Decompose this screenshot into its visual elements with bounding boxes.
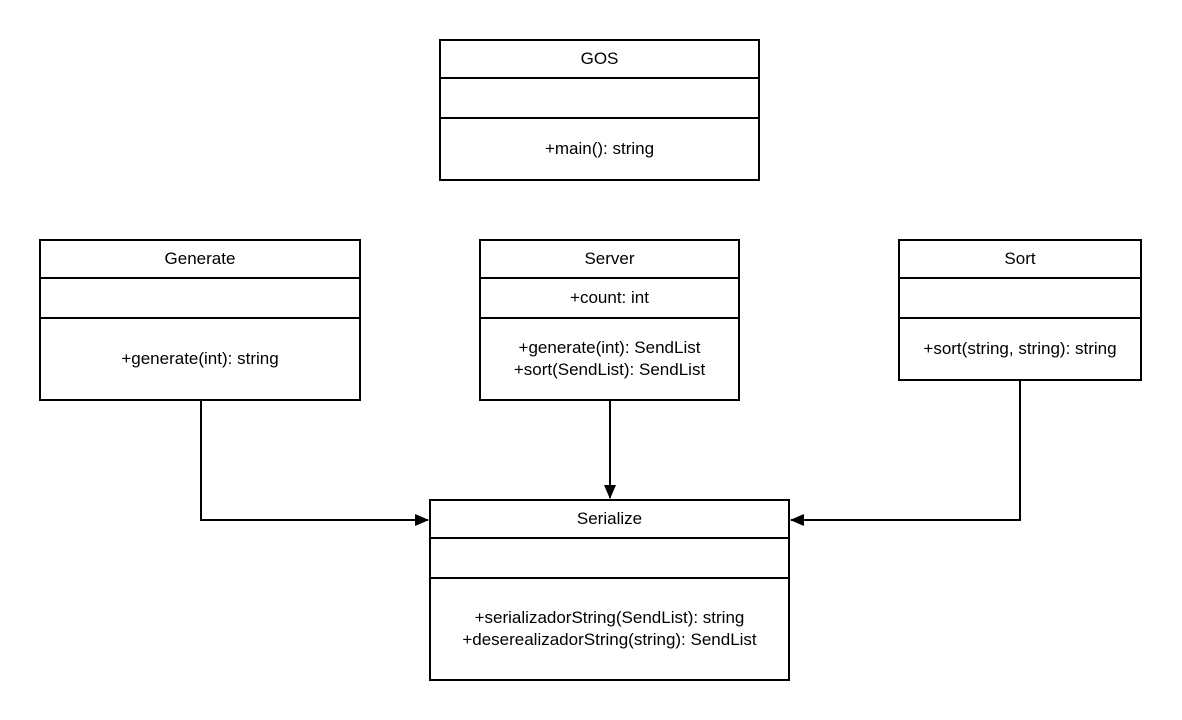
connector-sort-to-serialize	[790, 380, 1021, 526]
class-methods: +generate(int): SendList +sort(SendList)…	[481, 319, 738, 399]
method: +sort(string, string): string	[923, 339, 1117, 358]
method: +deserealizadorString(string): SendList	[462, 630, 757, 649]
class-attributes	[431, 539, 788, 579]
class-name: Server	[481, 241, 738, 279]
class-name: Serialize	[431, 501, 788, 539]
class-methods: +generate(int): string	[41, 319, 359, 399]
class-methods: +serializadorString(SendList): string +d…	[431, 579, 788, 679]
method: +sort(SendList): SendList	[513, 360, 706, 379]
method: +main(): string	[544, 139, 655, 158]
class-serialize[interactable]: Serialize +serializadorString(SendList):…	[429, 499, 790, 681]
class-server[interactable]: Server +count: int +generate(int): SendL…	[479, 239, 740, 401]
class-sort[interactable]: Sort +sort(string, string): string	[898, 239, 1142, 381]
connector-generate-to-serialize	[200, 400, 429, 526]
attribute: +count: int	[570, 288, 649, 307]
class-attributes	[441, 79, 758, 119]
method: +generate(int): string	[121, 349, 279, 368]
method: +serializadorString(SendList): string	[474, 608, 745, 627]
class-attributes: +count: int	[481, 279, 738, 319]
class-name: Sort	[900, 241, 1140, 279]
class-methods: +main(): string	[441, 119, 758, 179]
method: +generate(int): SendList	[518, 338, 701, 357]
class-methods: +sort(string, string): string	[900, 319, 1140, 379]
class-attributes	[41, 279, 359, 319]
class-attributes	[900, 279, 1140, 319]
class-name: GOS	[441, 41, 758, 79]
class-gos[interactable]: GOS +main(): string	[439, 39, 760, 181]
class-generate[interactable]: Generate +generate(int): string	[39, 239, 361, 401]
class-name: Generate	[41, 241, 359, 279]
